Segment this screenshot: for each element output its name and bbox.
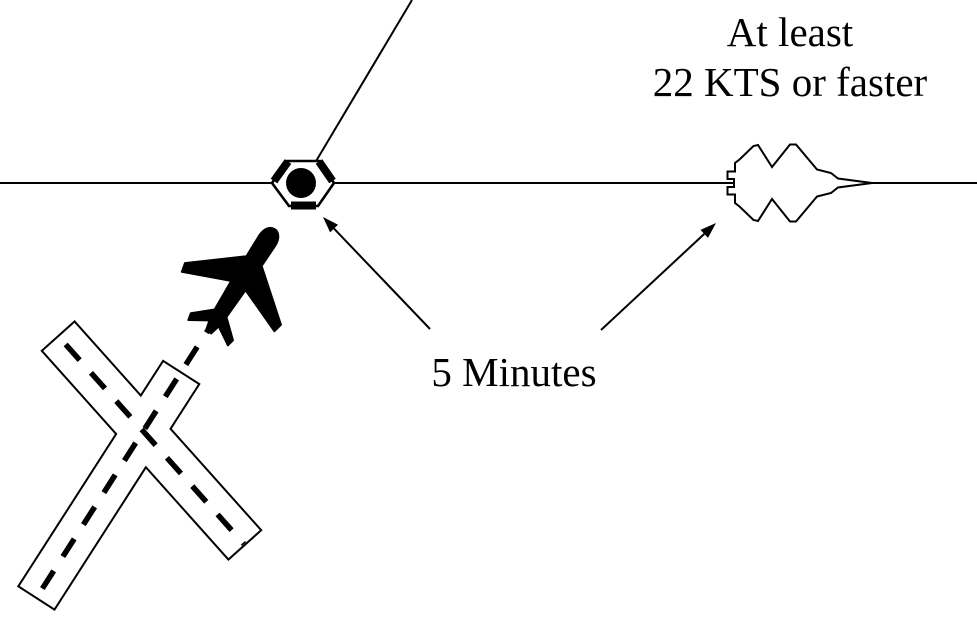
vortac-center-dot <box>286 168 316 198</box>
airliner-silhouette-icon <box>180 226 282 347</box>
speed-note-line1: At least <box>727 9 854 55</box>
arrowhead-right <box>700 223 716 238</box>
callout-arrow-right <box>600 223 716 331</box>
runway-b-extended-centerline <box>34 328 211 599</box>
arrowhead-left <box>323 217 338 233</box>
time-note: 5 Minutes <box>431 349 596 395</box>
airway-line-diagonal <box>302 0 413 184</box>
fighter-jet-icon <box>726 143 873 223</box>
vortac-lobe-upper-right <box>315 159 336 184</box>
runway-cross <box>16 320 263 611</box>
runway-a-centerline <box>56 335 247 546</box>
speed-note-line2: 22 KTS or faster <box>653 59 928 105</box>
vortac-lobe-upper-left <box>270 159 292 184</box>
vortac-icon <box>270 159 336 210</box>
callout-arrow-left <box>323 217 431 330</box>
